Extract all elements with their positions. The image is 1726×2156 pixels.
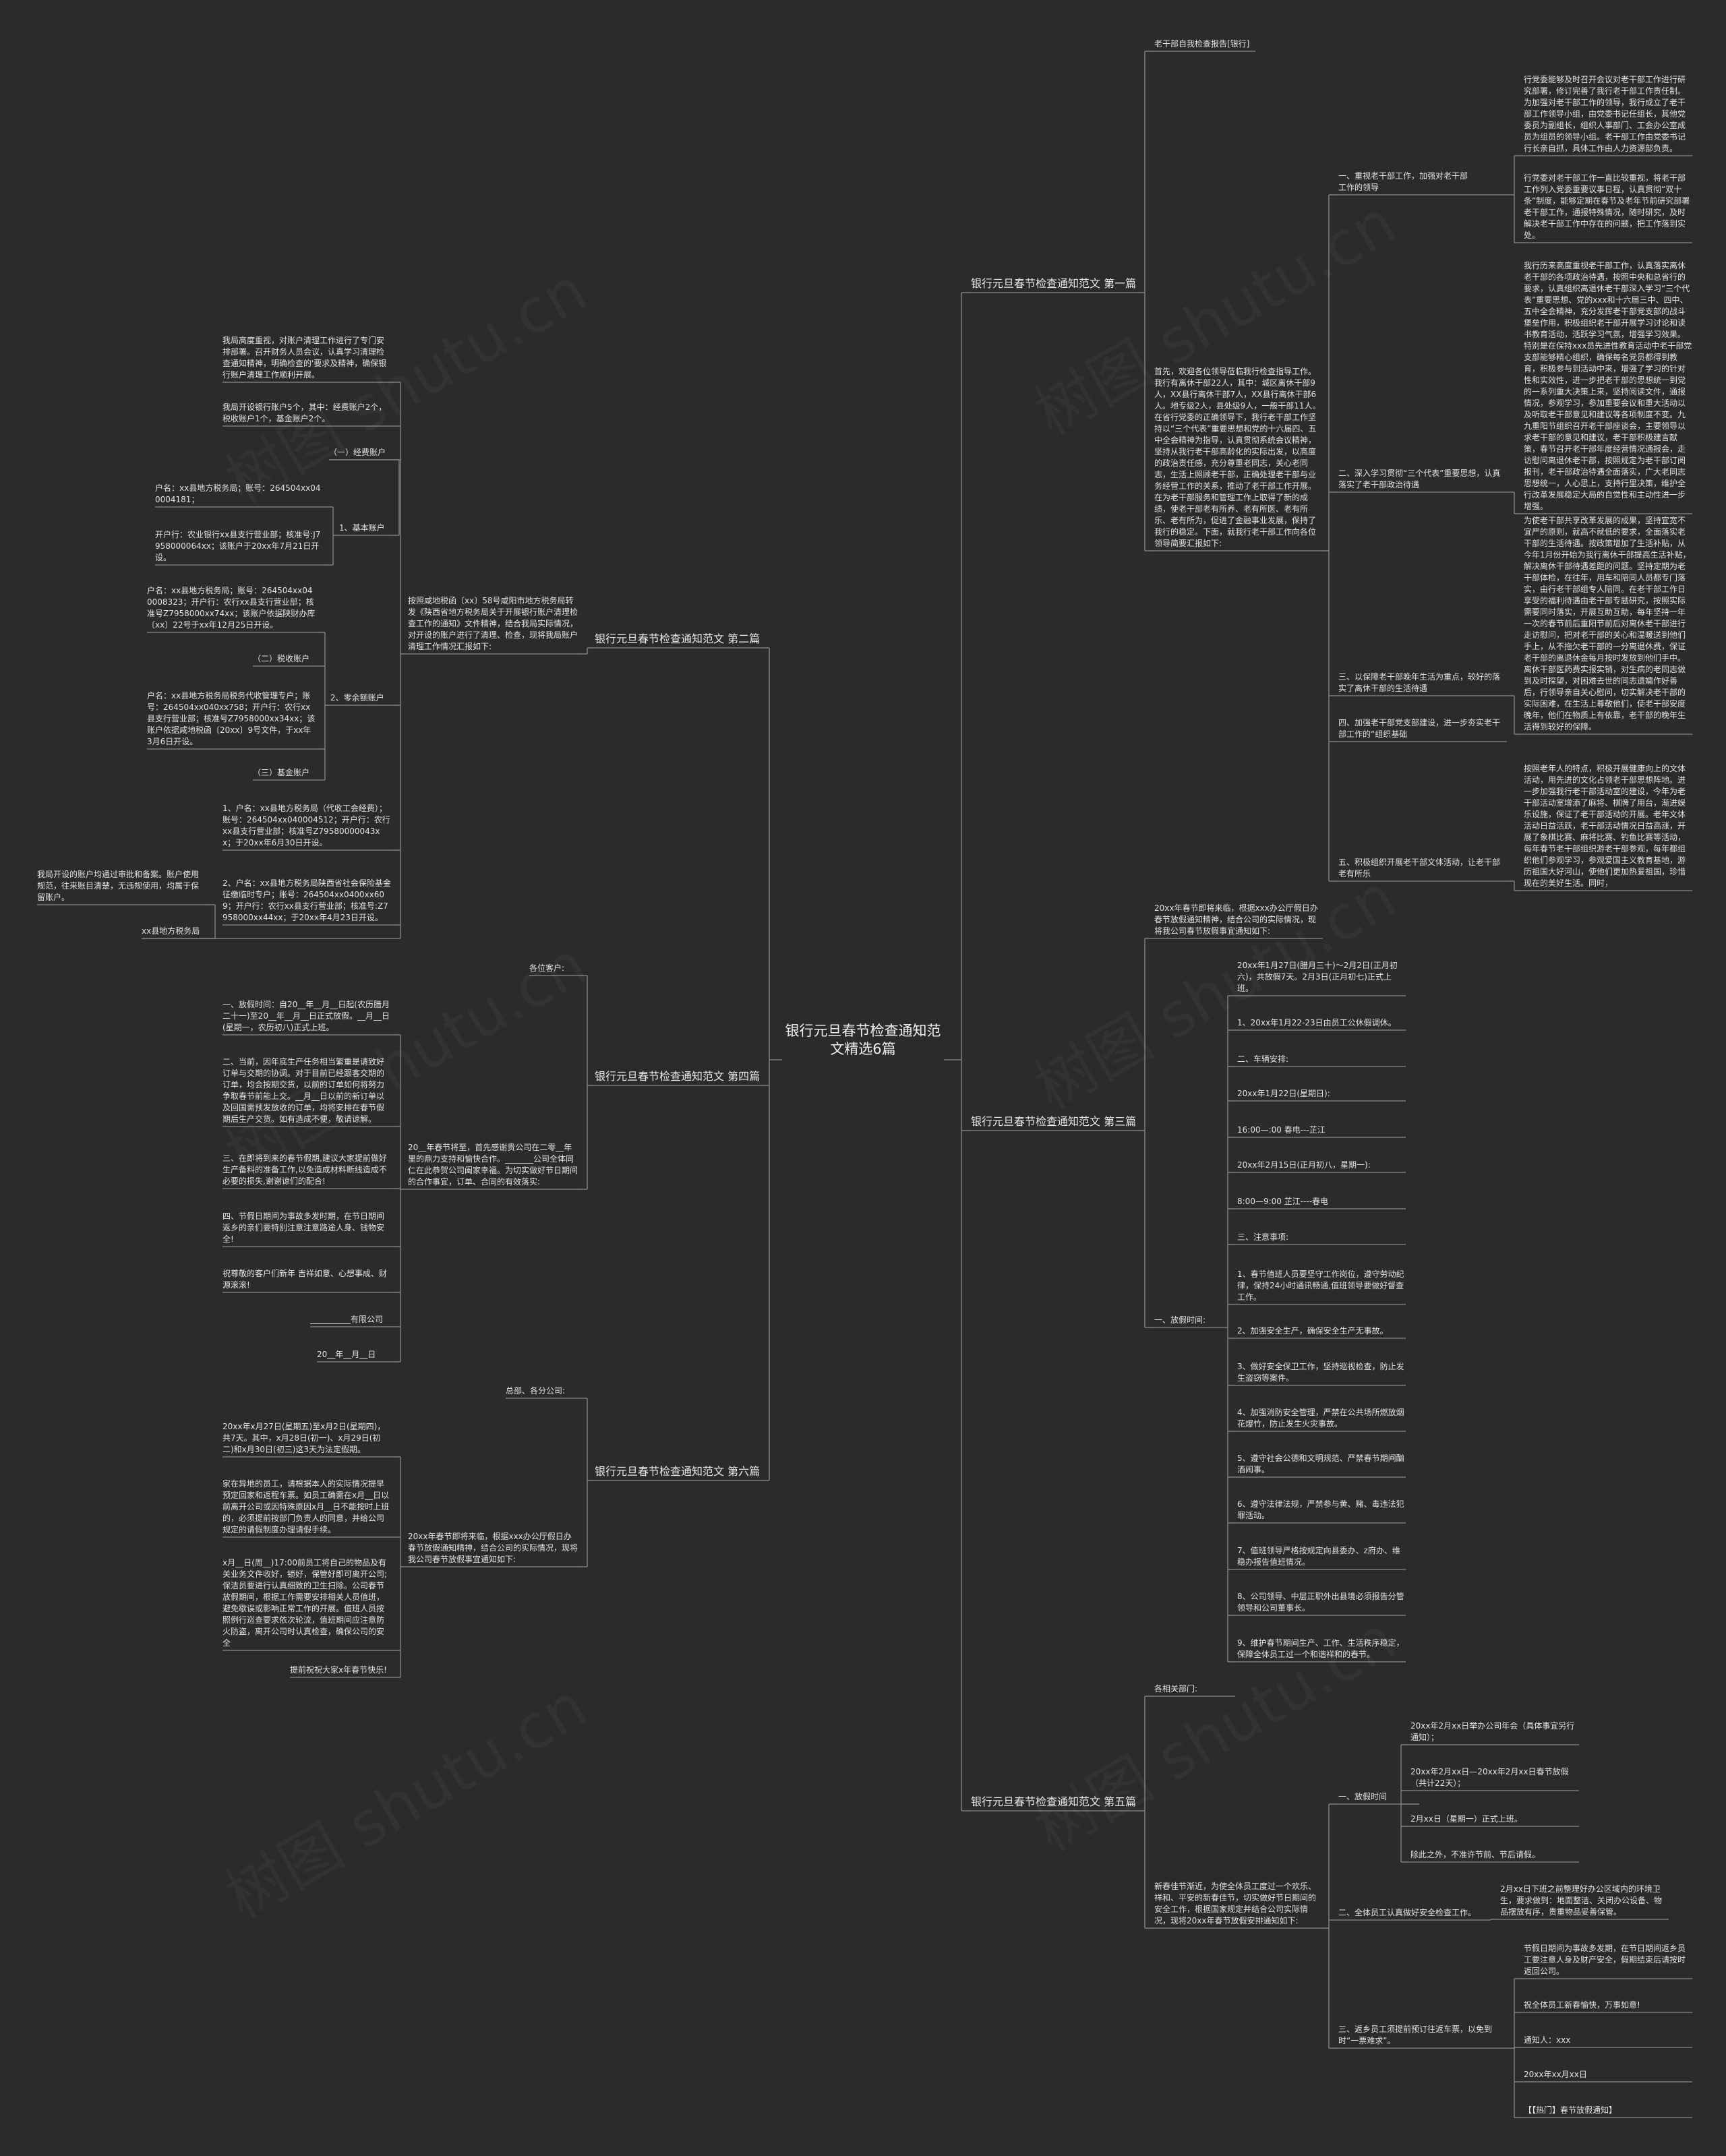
b5-s1-item: 除此之外，不准许节前、节后请假。 [1410, 1850, 1541, 1859]
b5-s1-item: 20xx年2月xx日—20xx年2月xx日春节放假（共计22天）； [1410, 1767, 1569, 1788]
b1-s3: 三、以保障老干部晚年生活为重点，较好的落实了离休干部的生活待遇 [1338, 672, 1501, 693]
b2-h4a: 1、户名：xx县地方税务局（代收工会经费）；账号：264504xx0400045… [222, 804, 390, 847]
b5-top: 各相关部门: [1154, 1684, 1198, 1694]
b6-top: 总部、各分公司: [506, 1386, 566, 1396]
b1-s2: 二、深入学习贯彻“三个代表”重要思想，认真落实了老干部政治待遇 [1338, 469, 1501, 489]
b5-s3: 三、返乡员工须提前预订往返车票，以免到时“一票难求”。 [1338, 2025, 1493, 2045]
branch-2-title[interactable]: 银行元旦春节检查通知范文 第二篇 [595, 632, 761, 645]
b3-item: 9、维护春节期间生产、工作、生活秩序稳定，保障全体员工过一个和谐祥和的春节。 [1237, 1638, 1404, 1659]
b2-h1a: 1、基本账户 [339, 523, 385, 533]
b3-item: 2、加强安全生产，确保安全生产无事故。 [1237, 1326, 1388, 1336]
b2-h2: （二）税收账户 [253, 654, 310, 663]
b2-p2: 我局开设银行账户5个，其中：经费账户2个，税收账户1个，基金账户2个。 [222, 402, 387, 423]
b1-s4: 四、加强老干部党支部建设，进一步夯实老干部工作的“组织基础 [1338, 718, 1501, 739]
b3-item: 8:00—9:00 芷江----春电 [1237, 1197, 1329, 1206]
b5-s3-item: 通知人：xxx [1524, 2035, 1571, 2045]
b1-intro: 首先，欢迎各位领导莅临我行检查指导工作。我行有离休干部22人，其中：城区离休干部… [1154, 367, 1321, 548]
b4-intro: 20__年春节将至，首先感谢贵公司在二零__年里的鼎力支持和愉快合作。_____… [408, 1143, 578, 1187]
b2-p3: 我局开设的账户均通过审批和备案。账户使用规范，往来账目清楚，无违规使用，均属于保… [37, 870, 200, 902]
branch-6-title[interactable]: 银行元旦春节检查通知范文 第六篇 [595, 1465, 761, 1478]
b2-intro: 按照咸地税函〔xx〕58号咸阳市地方税务局转发《陕西省地方税务局关于开展银行账户… [408, 596, 578, 651]
b2-h1a1: 户名：xx县地方税务局；账号：264504xx040004181； [155, 483, 321, 504]
b3-item: 6、遵守法律法规，严禁参与黄、赌、毒违法犯罪活动。 [1237, 1499, 1404, 1520]
b3-item: 4、加强消防安全管理，严禁在公共场所燃放烟花爆竹，防止发生火灾事故。 [1237, 1408, 1404, 1429]
b6-intro: 20xx年春节即将来临，根据xxx办公厅假日办春节放假通知精神，结合公司的实际情… [408, 1532, 578, 1564]
b4-item: 祝尊敬的客户们新年 吉祥如意、心想事成、财源滚滚! [222, 1269, 387, 1290]
b6-item: 提前祝祝大家x年春节快乐! [290, 1665, 387, 1675]
b4-item: 二、当前，因年底生产任务相当繁重是请致好订单与交期的协调。对于目前已经跟客交期的… [222, 1057, 385, 1124]
b2-h3a: 户名：xx县地方税务局税务代收管理专户；账号：264504xx040xx758；… [147, 691, 316, 746]
branch-5-title[interactable]: 银行元旦春节检查通知范文 第五篇 [971, 1795, 1137, 1808]
b2-h1a2: 开户行：农业银行xx县支行营业部；核准号:J7958000064xx；该账户于2… [155, 530, 321, 562]
b1-s1: 一、重视老干部工作，加强对老干部工作的领导 [1338, 171, 1468, 192]
b4-item: 一、放假时间：自20__年__月__日起(农历腊月二十一)至20__年__月__… [222, 1000, 390, 1032]
b3-item: 1、春节值班人员要坚守工作岗位，遵守劳动纪律，保持24小时通讯畅通,值班领导要做… [1237, 1269, 1404, 1302]
b5-s1-item: 2月xx日（星期一）正式上班。 [1410, 1814, 1522, 1824]
b3-intro: 20xx年春节即将来临，根据xxx办公厅假日办春节放假通知精神，结合公司的实际情… [1154, 903, 1318, 936]
b5-s3-item: 节假日期间为事故多发期，在节日期间返乡员工要注意人身及财产安全，假期结束后请按时… [1524, 1944, 1686, 1976]
b5-s3-item: 20xx年xx月xx日 [1524, 2070, 1587, 2079]
b1-s1a: 行党委能够及时召开会议对老干部工作进行研究部署，修订完善了我行老干部工作责任制。… [1524, 75, 1686, 153]
b1-s5a: 按照老年人的特点，积极开展健康向上的文体活动，用先进的文化占领老干部思想阵地。进… [1524, 764, 1686, 888]
b6-item: x月__日(周__)17:00前员工将自己的物品及有关业务文件收好，锁好，保管好… [222, 1558, 388, 1648]
branch-1-title[interactable]: 银行元旦春节检查通知范文 第一篇 [971, 277, 1137, 290]
b6-item: 20xx年x月27日(星期五)至x月2日(星期四)，共7天。其中，x月28日(初… [222, 1422, 386, 1454]
b3-item: 8、公司领导、中层正职外出县境必须报告分管领导和公司董事长。 [1237, 1592, 1404, 1613]
b4-item: 四、节假日期间为事故多发时期，在节日期间返乡的亲们要特别注意注意路途人身、钱物安… [222, 1211, 385, 1244]
b2-h1: （一）经费账户 [329, 448, 386, 457]
b1-s5: 五、积极组织开展老干部文体活动，让老干部老有所乐 [1338, 858, 1501, 878]
root-topic[interactable]: 银行元旦春节检查通知范文精选6篇 [785, 1023, 941, 1057]
b4-item: __________有限公司 [310, 1315, 384, 1324]
b3-item: 20xx年1月27日(腊月三十)～2月2日(正月初六)，共放假7天。2月3日(正… [1237, 961, 1398, 993]
b3-item: 16:00—:00 春电---芷江 [1237, 1125, 1326, 1135]
b2-sign: xx县地方税务局 [142, 926, 200, 936]
b5-intro: 新春佳节渐近，为使全体员工度过一个欢乐、祥和、平安的新春佳节，切实做好节日期间的… [1154, 1882, 1317, 1925]
b1-s3a: 为使老干部共享改革发展的成果，坚持宜宽不宜严的原则，就高不就低的要求，全面落实老… [1524, 516, 1691, 731]
b3-item: 1、20xx年1月22-23日由员工公休假调休。 [1237, 1018, 1396, 1027]
b3-item: 5、遵守社会公德和文明规范、严禁春节期间酗酒闹事。 [1237, 1454, 1404, 1474]
b3-item: 3、做好安全保卫工作，坚持巡视检查，防止发生盗窃等案件。 [1237, 1362, 1404, 1383]
b3-item: 三、注意事项: [1237, 1232, 1289, 1242]
b5-s3-item: 祝全体员工新春愉快，万事如意! [1524, 2000, 1640, 2010]
b5-s1-item: 20xx年2月xx日举办公司年会（具体事宜另行通知）； [1410, 1721, 1575, 1742]
b3-item: 二、车辆安排: [1237, 1054, 1289, 1064]
b2-h3: 2、零余额账户 [330, 693, 384, 702]
b2-h2a: 户名：xx县地方税务局；账号：264504xx040008323；开户行：农行x… [147, 586, 316, 630]
b3-item: 7、值班领导严格按规定向县委办、z府办、维稳办报告值班情况。 [1237, 1546, 1400, 1567]
b5-s2a: 2月xx日下班之前整理好办公区域内的环境卫生，要求做到：地面整洁、关闭办公设备、… [1500, 1884, 1663, 1917]
b3-item: 20xx年2月15日(正月初八，星期一): [1237, 1160, 1371, 1170]
b3-sec: 一、放假时间: [1154, 1315, 1206, 1325]
branch-4-title[interactable]: 银行元旦春节检查通知范文 第四篇 [595, 1070, 761, 1083]
b6-item: 家在异地的员工，请根据本人的实际情况提早预定回家和返程车票。如员工确需在x月__… [222, 1479, 390, 1534]
b5-s2: 二、全体员工认真做好安全检查工作。 [1338, 1908, 1477, 1917]
b2-h4b: 2、户名：xx县地方税务局陕西省社会保险基金征缴临时专户；账号：264504xx… [222, 878, 391, 922]
b4-item: 20__年__月__日 [317, 1350, 376, 1359]
b5-s1: 一、放假时间 [1338, 1792, 1388, 1801]
b4-top: 各位客户: [529, 963, 565, 973]
b2-p1: 我局高度重视，对账户清理工作进行了专门安排部署。召开财务人员会议，认真学习清理检… [222, 336, 387, 380]
b1-s1b: 行党委对老干部工作一直比较重视，将老干部工作列入党委重要议事日程，认真贯彻“双十… [1524, 173, 1690, 240]
b2-h4: （三）基金账户 [253, 768, 310, 777]
b1-s2a: 我行历来高度重视老干部工作，认真落实离休老干部的各项政治待遇，按照中央和总省行的… [1524, 261, 1692, 511]
b4-item: 三、在即将到来的春节假期,建议大家提前做好生产备料的准备工作,以免造成材料断线造… [222, 1154, 387, 1186]
b5-s3-item: 【【热门】春节放假通知】 [1524, 2105, 1617, 2115]
b3-item: 20xx年1月22日(星期日): [1237, 1089, 1330, 1098]
b1-head: 老干部自我检查报告[银行] [1154, 39, 1250, 49]
branch-3-title[interactable]: 银行元旦春节检查通知范文 第三篇 [971, 1115, 1137, 1128]
